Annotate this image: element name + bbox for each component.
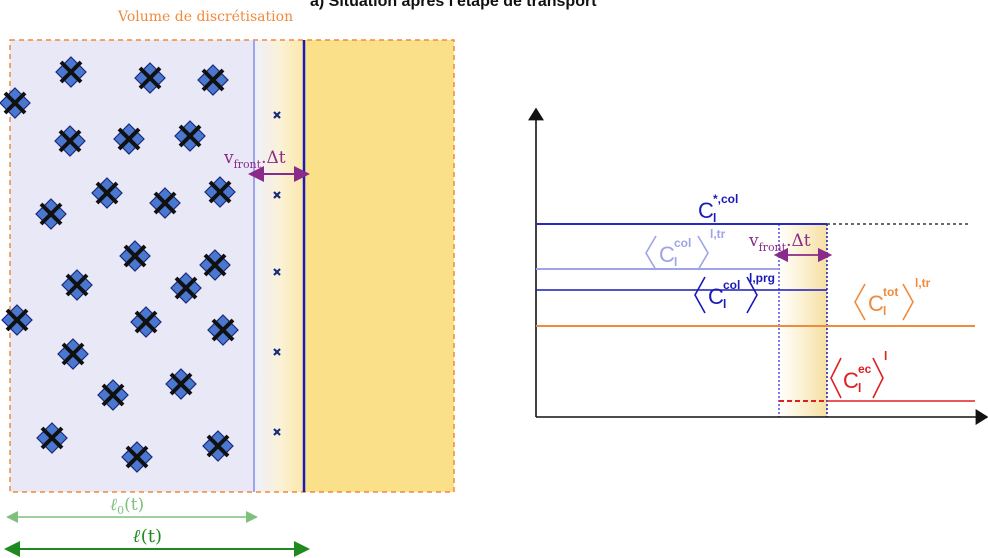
c-col-prg-label: C col l l,prg: [694, 271, 775, 314]
c-ec-label: C ec l l: [830, 349, 887, 399]
svg-text:C: C: [843, 368, 859, 393]
vfront-label: vfront.Δt: [748, 231, 811, 254]
discretisation-volume-border: [9, 39, 455, 493]
svg-text:C: C: [868, 291, 884, 316]
c-col-tr-label: C col l l,tr: [645, 227, 726, 271]
svg-text:l: l: [884, 349, 887, 363]
svg-text:l,tr: l,tr: [915, 276, 931, 290]
svg-text:l,tr: l,tr: [710, 227, 726, 241]
svg-text:C: C: [659, 242, 675, 267]
svg-text:l: l: [674, 255, 677, 269]
left-panel: vfront.Δt ℓ0(t) ℓ(t): [0, 39, 455, 557]
page-title: a) Situation après l'étape de transport: [310, 0, 597, 10]
right-panel: vfront.Δt C *,col l C col l l,tr C col l…: [528, 107, 988, 425]
svg-text:l: l: [713, 211, 716, 225]
svg-text:l: l: [723, 297, 726, 311]
vfront-label: vfront.Δt: [223, 148, 286, 171]
svg-text:tot: tot: [883, 285, 898, 299]
l-label: ℓ(t): [133, 526, 162, 547]
c-tot-tr-label: C tot l l,tr: [854, 276, 931, 321]
svg-text:ec: ec: [858, 362, 872, 376]
liquid-region: [304, 40, 454, 492]
svg-text:col: col: [674, 236, 691, 250]
svg-text:l,prg: l,prg: [749, 271, 775, 285]
svg-text:l: l: [858, 381, 861, 395]
c-star-col-label: C *,col l: [698, 192, 738, 225]
transport-band: [779, 224, 827, 417]
svg-text:l: l: [883, 304, 886, 318]
transport-band: [254, 40, 304, 492]
svg-text:*,col: *,col: [713, 192, 738, 206]
svg-text:C: C: [698, 198, 714, 223]
svg-text:C: C: [708, 284, 724, 309]
svg-text:col: col: [723, 278, 740, 292]
l0-label: ℓ0(t): [110, 495, 144, 517]
volume-label: Volume de discrétisation: [118, 9, 294, 25]
